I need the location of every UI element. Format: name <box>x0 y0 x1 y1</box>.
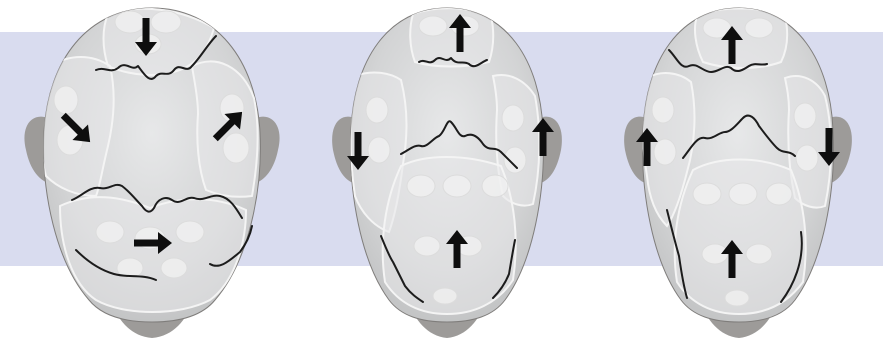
bone-texture <box>115 11 145 33</box>
bone-texture <box>414 236 440 256</box>
bone-texture <box>652 97 674 123</box>
bone-texture <box>223 133 249 163</box>
bone-texture <box>502 105 524 131</box>
head-diagram-rotational <box>10 0 295 356</box>
bone-texture <box>366 97 388 123</box>
bone-texture <box>504 147 526 173</box>
bone-texture <box>766 183 792 205</box>
bone-texture <box>482 175 508 197</box>
bone-texture <box>746 244 772 264</box>
bone-texture <box>725 290 749 306</box>
bone-texture <box>654 139 676 165</box>
bone-texture <box>794 103 816 129</box>
bone-texture <box>729 183 757 205</box>
bone-texture <box>745 18 773 38</box>
head-svg <box>595 0 880 356</box>
bone-texture <box>151 11 181 33</box>
bone-texture <box>693 183 721 205</box>
head-diagram-mixed <box>305 0 590 356</box>
head-svg <box>10 0 295 356</box>
bone-texture <box>368 137 390 163</box>
bone-texture <box>54 86 78 114</box>
head-svg <box>305 0 590 356</box>
bone-texture <box>96 221 124 243</box>
bone-texture <box>407 175 435 197</box>
bone-texture <box>161 258 187 278</box>
bone-texture <box>796 145 818 171</box>
bone-texture <box>443 175 471 197</box>
head-diagram-vertical <box>595 0 880 356</box>
bone-texture <box>176 221 204 243</box>
bone-texture <box>433 288 457 304</box>
bone-texture <box>419 16 447 36</box>
